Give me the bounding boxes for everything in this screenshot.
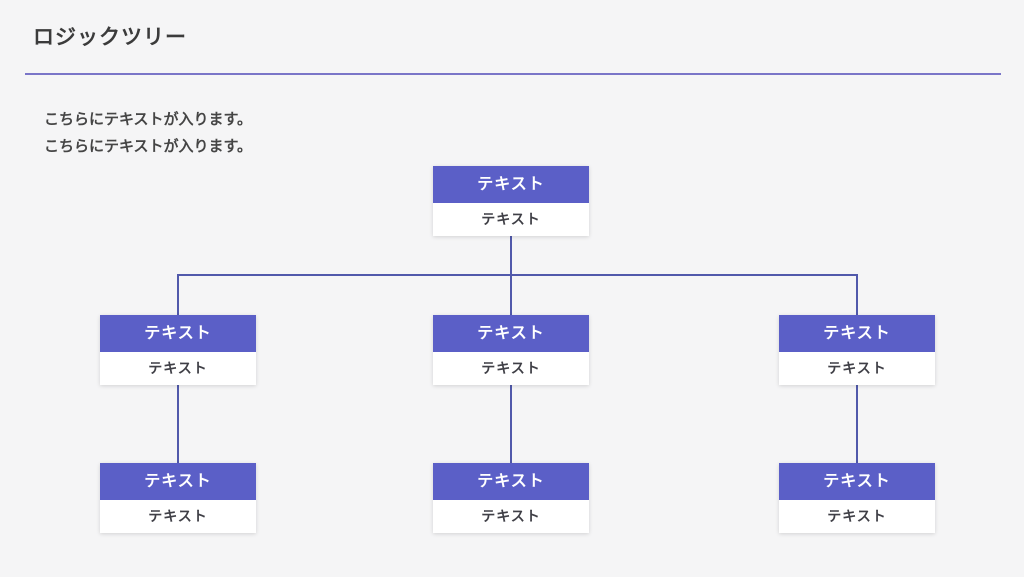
connector-drop-left (177, 274, 179, 315)
node-header: テキスト (433, 166, 589, 203)
tree-node-branch-middle: テキスト テキスト (433, 315, 589, 385)
tree-node-leaf-left: テキスト テキスト (100, 463, 256, 533)
tree-node-branch-right: テキスト テキスト (779, 315, 935, 385)
node-header: テキスト (100, 463, 256, 500)
description-line-1: こちらにテキストが入ります。 (44, 111, 253, 128)
node-body: テキスト (100, 500, 256, 533)
node-header: テキスト (100, 315, 256, 352)
connector-middle-to-leaf (510, 385, 512, 463)
connector-left-to-leaf (177, 385, 179, 463)
description-line-2: こちらにテキストが入ります。 (44, 138, 253, 155)
connector-horizontal-rail (177, 274, 858, 276)
tree-node-root: テキスト テキスト (433, 166, 589, 236)
node-body: テキスト (433, 203, 589, 236)
node-header: テキスト (779, 315, 935, 352)
title-underline (25, 73, 1001, 75)
node-body: テキスト (100, 352, 256, 385)
description-text: こちらにテキストが入ります。 こちらにテキストが入ります。 (44, 106, 252, 160)
node-header: テキスト (433, 463, 589, 500)
connector-drop-right (856, 274, 858, 315)
node-header: テキスト (433, 315, 589, 352)
node-header: テキスト (779, 463, 935, 500)
node-body: テキスト (779, 500, 935, 533)
tree-node-leaf-right: テキスト テキスト (779, 463, 935, 533)
node-body: テキスト (433, 500, 589, 533)
tree-node-leaf-middle: テキスト テキスト (433, 463, 589, 533)
connector-right-to-leaf (856, 385, 858, 463)
node-body: テキスト (433, 352, 589, 385)
tree-node-branch-left: テキスト テキスト (100, 315, 256, 385)
node-body: テキスト (779, 352, 935, 385)
page-title: ロジックツリー (33, 26, 187, 49)
